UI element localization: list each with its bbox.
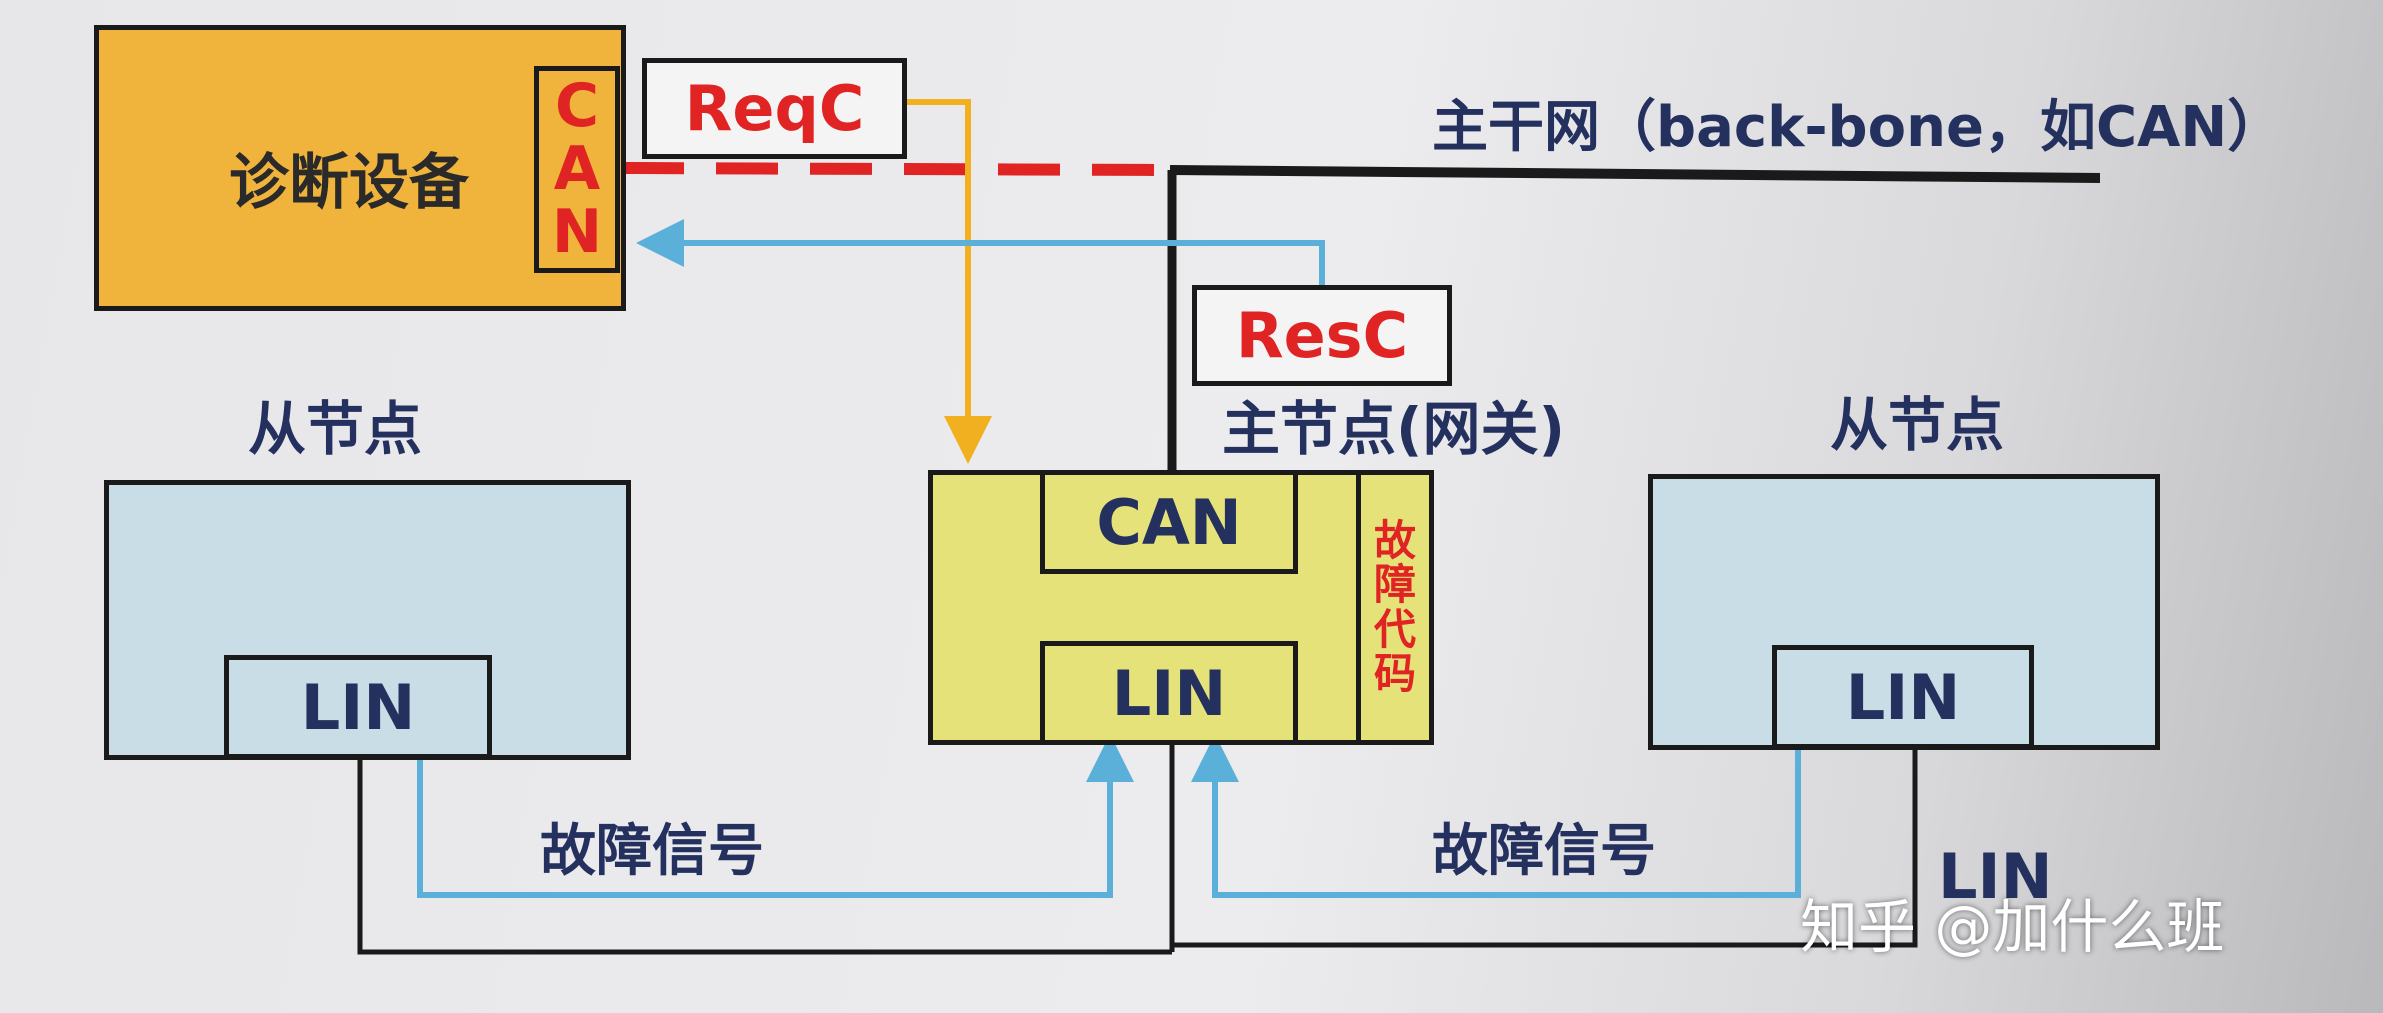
lin-bus-line	[357, 760, 1172, 955]
master-fault-code-panel: 故 障 代 码	[1356, 470, 1434, 745]
master-node-title: 主节点(网关)	[1222, 382, 1565, 466]
diagnostic-can-port: C A N	[534, 66, 620, 273]
response-message-box: ResC	[1192, 285, 1452, 386]
fault-signal-label-left: 故障信号	[540, 819, 764, 884]
master-node-title-text: 主节点(网关)	[1222, 395, 1566, 463]
master-lin-port: LIN	[1040, 641, 1298, 745]
left-slave-lin-port: LIN	[224, 655, 492, 759]
backbone-label: 主干网（back-bone，如CAN）	[1432, 95, 2284, 160]
left-slave-title: 从节点	[248, 395, 423, 463]
diagnostic-device-label: 诊断设备	[229, 148, 469, 218]
fault-signal-label-right: 故障信号	[1432, 819, 1656, 884]
fault-signal-arrow-left	[417, 734, 1134, 898]
lin-bus-label: LIN	[1938, 840, 2053, 913]
backbone-line	[1169, 165, 2101, 183]
fault-code-char: 码	[1373, 648, 1416, 698]
fault-signal-arrow-right	[1191, 734, 1801, 898]
fault-code-char: 代	[1373, 604, 1416, 654]
can-char: N	[551, 197, 603, 267]
can-char: A	[553, 134, 601, 204]
diag-can-dashed-link	[621, 162, 1169, 176]
right-slave-title: 从节点	[1830, 391, 2005, 459]
response-arrow	[636, 219, 1325, 285]
request-arrow	[903, 99, 992, 464]
can-char: C	[554, 71, 600, 141]
request-message-box: ReqC	[642, 58, 907, 159]
lin-bus-line-right	[1172, 750, 1918, 948]
watermark: 知乎 @加什么班	[1800, 893, 2225, 961]
right-slave-lin-port: LIN	[1772, 645, 2034, 749]
fault-code-char: 故	[1373, 516, 1416, 566]
fault-code-char: 障	[1373, 560, 1416, 610]
master-can-port: CAN	[1040, 470, 1298, 574]
